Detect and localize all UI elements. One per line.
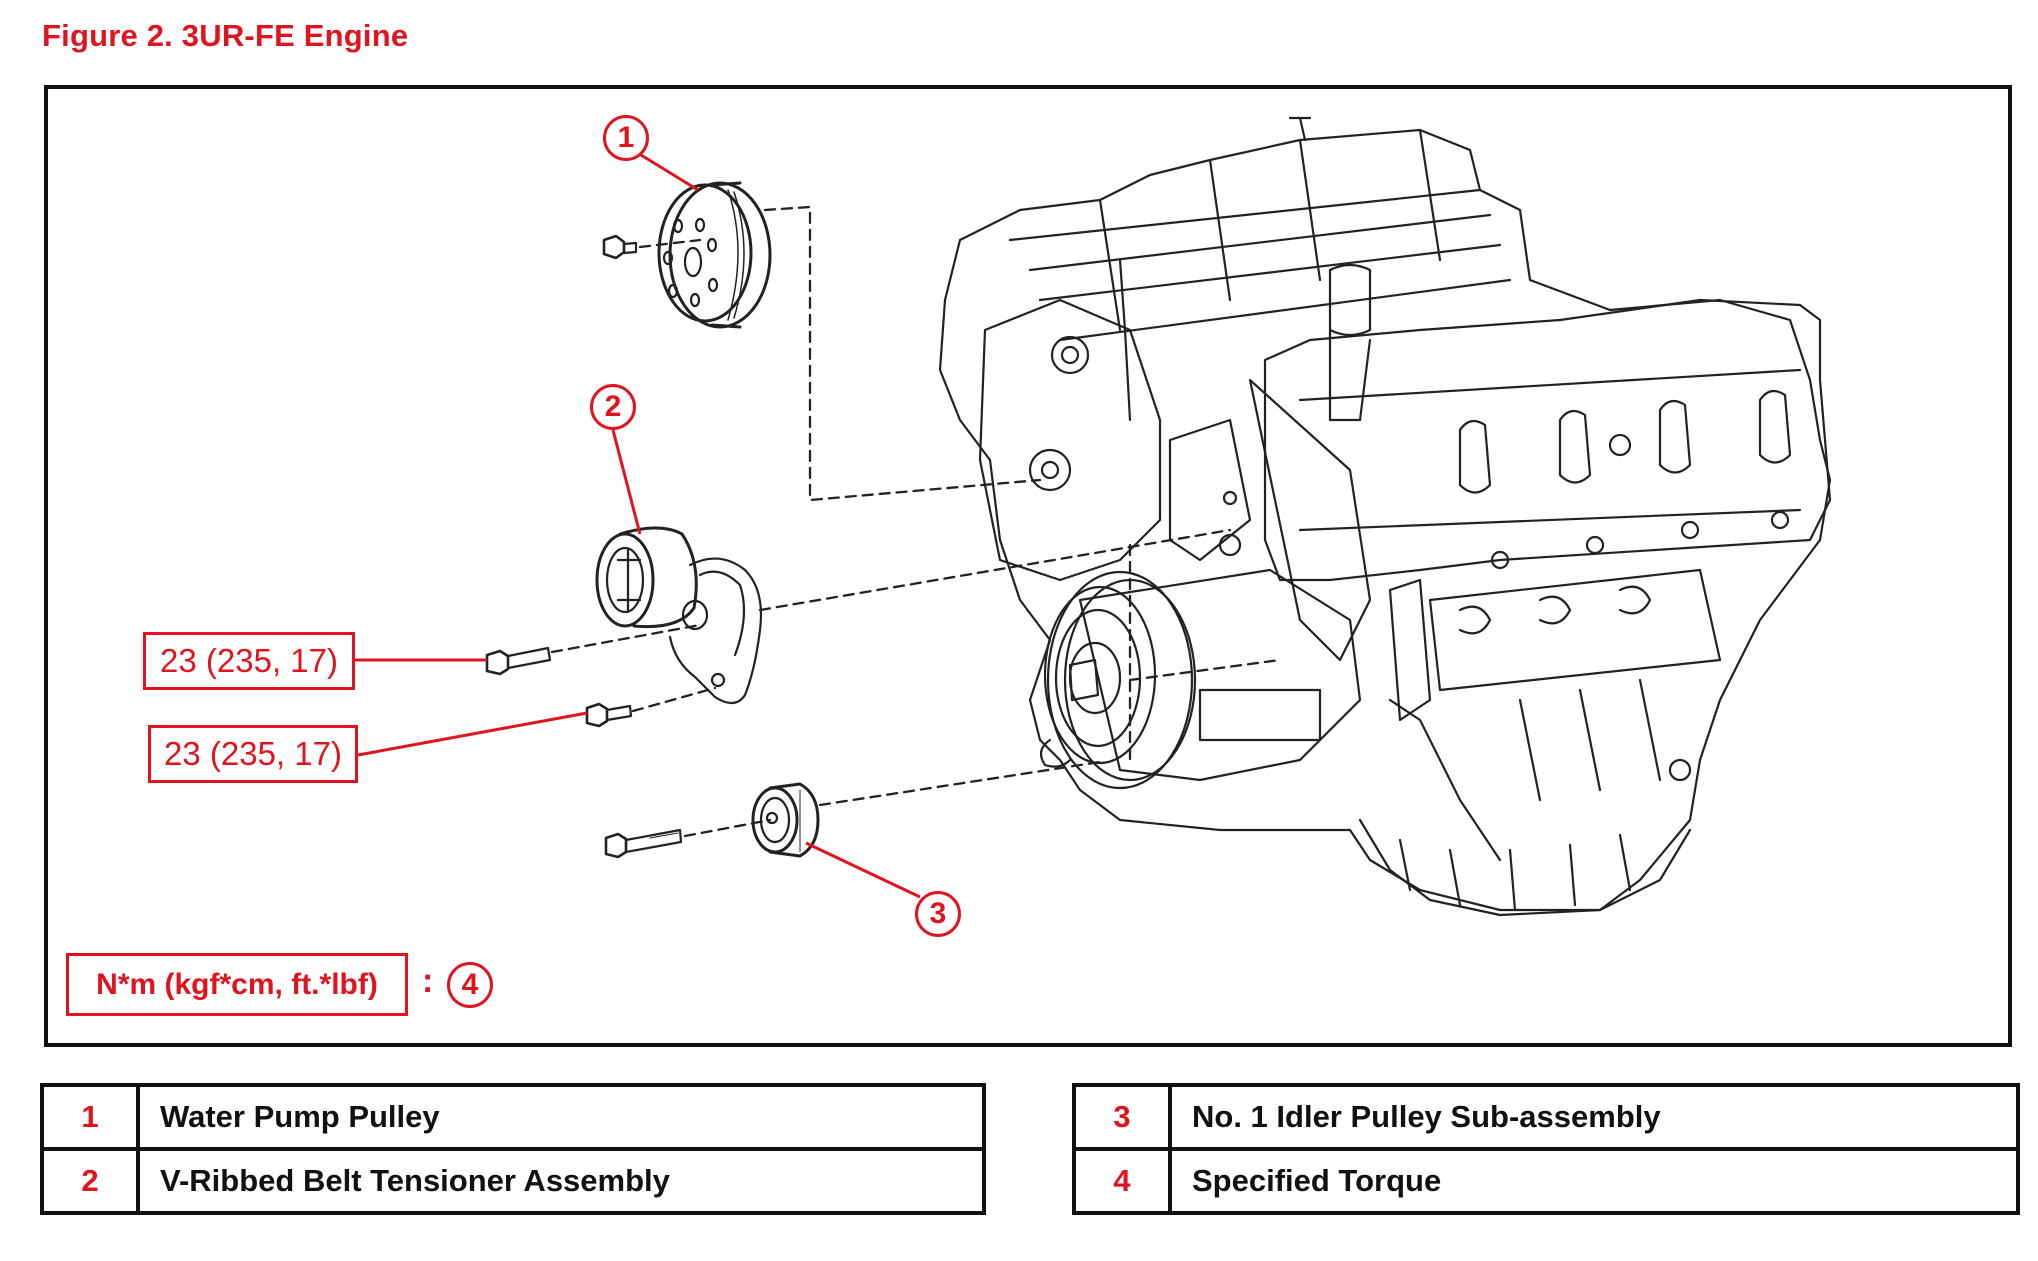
- legend-number: 1: [40, 1083, 140, 1151]
- legend-row: 4 Specified Torque: [1072, 1147, 2020, 1215]
- torque-label-lower: 23 (235, 17): [148, 725, 358, 783]
- idler-pulley-illustration: [604, 782, 820, 859]
- legend-description: No. 1 Idler Pulley Sub-assembly: [1168, 1083, 2020, 1151]
- legend-row: 1 Water Pump Pulley: [40, 1083, 986, 1151]
- legend-number: 2: [40, 1147, 140, 1215]
- assembly-lines: [550, 205, 1282, 838]
- callout-3: 3: [915, 891, 961, 937]
- engine-block-illustration: [938, 116, 1832, 917]
- callout-leaders: [353, 153, 921, 899]
- legend-row: 3 No. 1 Idler Pulley Sub-assembly: [1072, 1083, 2020, 1151]
- legend-row: 2 V-Ribbed Belt Tensioner Assembly: [40, 1147, 986, 1215]
- torque-units-key: N*m (kgf*cm, ft.*lbf): [66, 953, 408, 1016]
- legend-description: Specified Torque: [1168, 1147, 2020, 1215]
- callout-2: 2: [590, 384, 636, 430]
- parts-legend-left: 1 Water Pump Pulley 2 V-Ribbed Belt Tens…: [40, 1083, 986, 1215]
- diagram-frame: [44, 85, 2012, 1047]
- legend-number: 4: [1072, 1147, 1172, 1215]
- units-key-separator: :: [422, 962, 434, 1000]
- water-pump-pulley-illustration: [602, 181, 772, 329]
- torque-label-upper: 23 (235, 17): [143, 632, 355, 690]
- legend-description: V-Ribbed Belt Tensioner Assembly: [136, 1147, 986, 1215]
- callout-4: 4: [447, 962, 493, 1008]
- figure-title: Figure 2. 3UR-FE Engine: [42, 18, 409, 53]
- legend-number: 3: [1072, 1083, 1172, 1151]
- legend-description: Water Pump Pulley: [136, 1083, 986, 1151]
- parts-legend-right: 3 No. 1 Idler Pulley Sub-assembly 4 Spec…: [1072, 1083, 2020, 1215]
- callout-1: 1: [603, 115, 649, 161]
- belt-tensioner-illustration: [485, 526, 763, 728]
